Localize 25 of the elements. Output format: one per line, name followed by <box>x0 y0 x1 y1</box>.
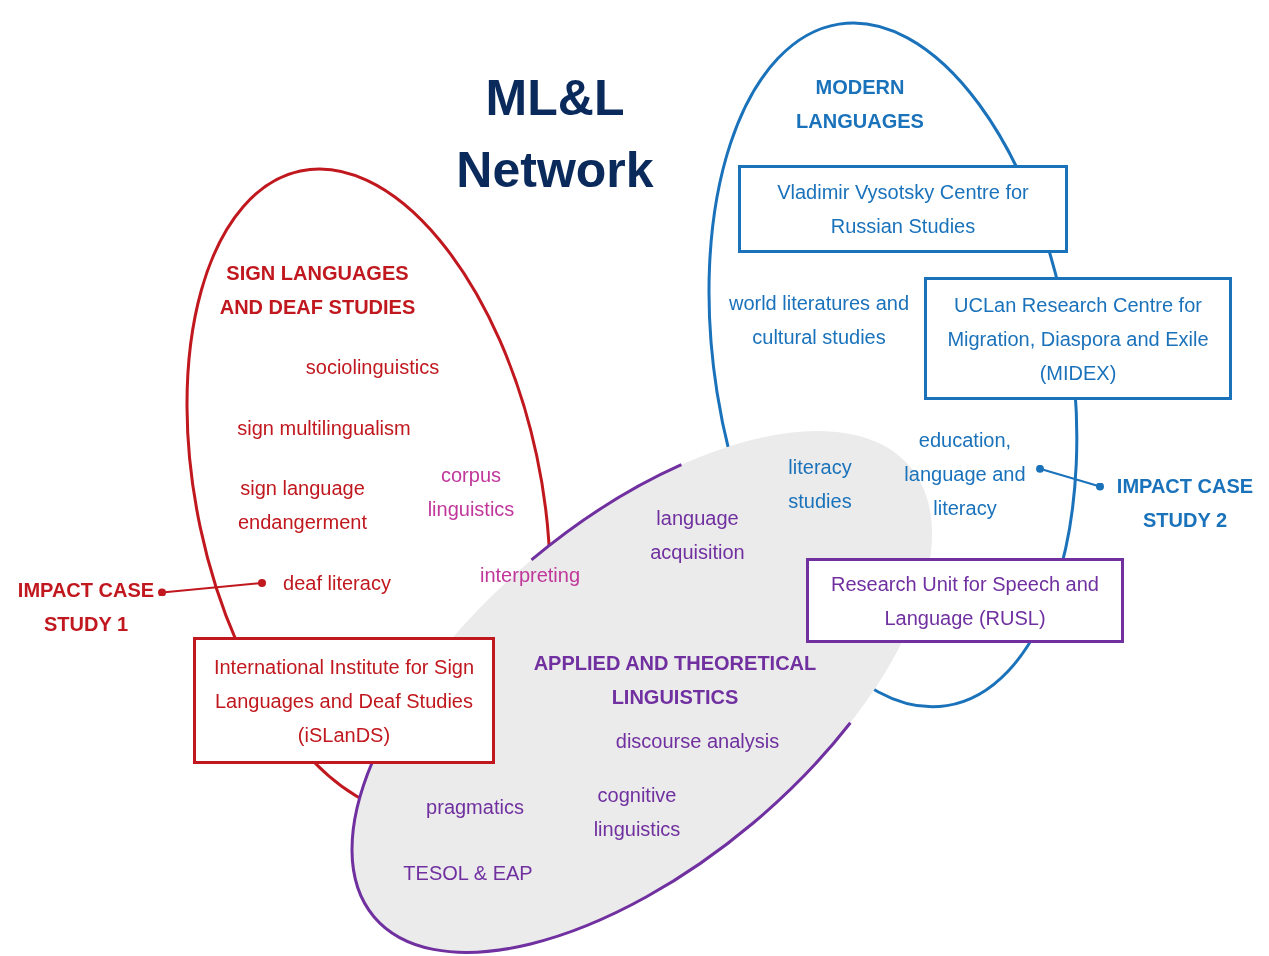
centre-box: Research Unit for Speech and Language (RUSL) <box>806 558 1124 643</box>
diagram-title: ML&L Network <box>455 69 655 200</box>
group-heading: MODERN LANGUAGES <box>795 75 925 134</box>
topic-label: pragmatics <box>425 795 525 820</box>
topic-label: interpreting <box>478 563 582 588</box>
topic-label: sociolinguistics <box>304 355 441 380</box>
topic-label: deaf literacy <box>283 571 391 596</box>
topic-label: literacy studies <box>787 455 853 514</box>
centre-box: UCLan Research Centre for Migration, Diaspora and Exile (MIDEX) <box>924 277 1232 400</box>
topic-label: sign multilingualism <box>236 416 412 441</box>
group-heading: SIGN LANGUAGES AND DEAF STUDIES <box>218 261 417 320</box>
group-heading: APPLIED AND THEORETICAL LINGUISTICS <box>532 651 818 710</box>
topic-label: world literatures and cultural studies <box>727 291 911 350</box>
centre-box: Vladimir Vysotsky Centre for Russian Studies <box>738 165 1068 253</box>
impact-label: IMPACT CASE STUDY 2 <box>1115 474 1255 533</box>
topic-label: language acquisition <box>649 506 746 565</box>
topic-label: corpus linguistics <box>426 463 516 522</box>
leader-line <box>1036 464 1104 491</box>
impact-label: IMPACT CASE STUDY 1 <box>16 578 156 637</box>
topic-label: TESOL & EAP <box>402 861 534 886</box>
topic-label: discourse analysis <box>614 729 781 754</box>
topic-label: cognitive linguistics <box>592 783 682 842</box>
leader-line <box>158 579 266 597</box>
topic-label: education, language and literacy <box>903 428 1027 521</box>
topic-label: sign language endangerment <box>237 476 368 535</box>
